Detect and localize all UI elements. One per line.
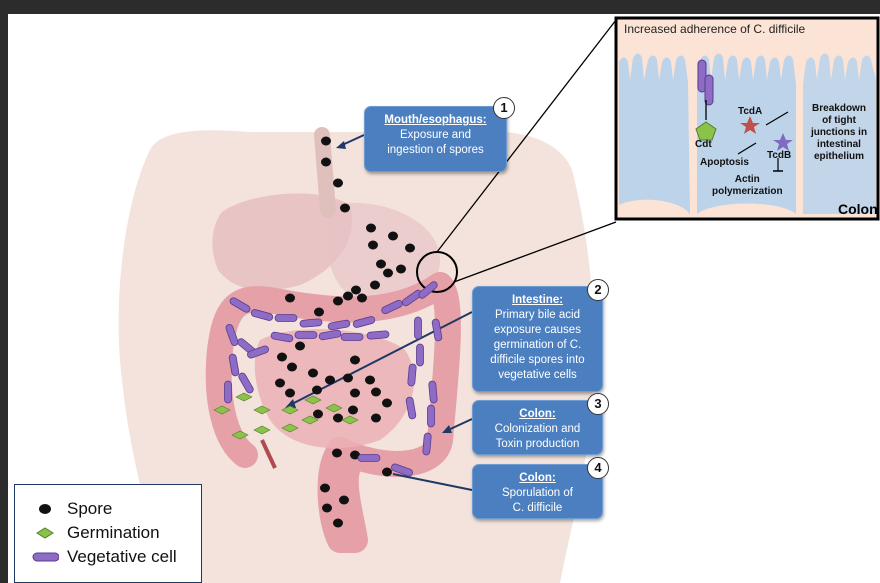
legend: Spore Germination Vegetative cell bbox=[14, 484, 202, 583]
actin-label: Actin polymerization bbox=[712, 174, 783, 198]
callout-intestine: Intestine: Primary bile acid exposure ca… bbox=[472, 286, 603, 392]
callout-text: Primary bile acid exposure causes germin… bbox=[473, 308, 602, 383]
apoptosis-label: Apoptosis bbox=[700, 157, 749, 169]
legend-label: Germination bbox=[67, 523, 160, 543]
callout-colon-sporulation: Colon: Sporulation of C. difficile bbox=[472, 464, 603, 519]
step-number-badge: 3 bbox=[587, 393, 609, 415]
legend-label: Spore bbox=[67, 499, 112, 519]
callout-title: Intestine: bbox=[473, 293, 602, 308]
callout-title: Mouth/esophagus: bbox=[365, 113, 506, 128]
step-number-badge: 1 bbox=[493, 97, 515, 119]
epithelial-cell-left bbox=[619, 54, 690, 215]
callout-title: Colon: bbox=[473, 407, 602, 422]
breakdown-label: Breakdown of tight junctions in intestin… bbox=[800, 103, 878, 163]
spore-icon bbox=[25, 497, 55, 521]
inset-colon-label: Colon bbox=[838, 201, 878, 217]
callout-text: Exposure and ingestion of spores bbox=[365, 128, 506, 158]
legend-label: Vegetative cell bbox=[67, 547, 177, 567]
callout-mouth-esophagus: Mouth/esophagus: Exposure and ingestion … bbox=[364, 106, 507, 172]
cdt-label: Cdt bbox=[695, 139, 712, 151]
callout-text: Sporulation of C. difficile bbox=[473, 486, 602, 516]
step-number-badge: 2 bbox=[587, 279, 609, 301]
callout-colon-colonization: Colon: Colonization and Toxin production bbox=[472, 400, 603, 455]
germination-icon bbox=[25, 521, 55, 545]
tcda-label: TcdA bbox=[738, 106, 762, 118]
callout-title: Colon: bbox=[473, 471, 602, 486]
callout-text: Colonization and Toxin production bbox=[473, 422, 602, 452]
tcdb-label: TcdB bbox=[767, 150, 791, 162]
vegetative-cell-icon bbox=[25, 545, 59, 569]
inset-title: Increased adherence of C. difficile bbox=[624, 22, 805, 36]
step-number-badge: 4 bbox=[587, 457, 609, 479]
